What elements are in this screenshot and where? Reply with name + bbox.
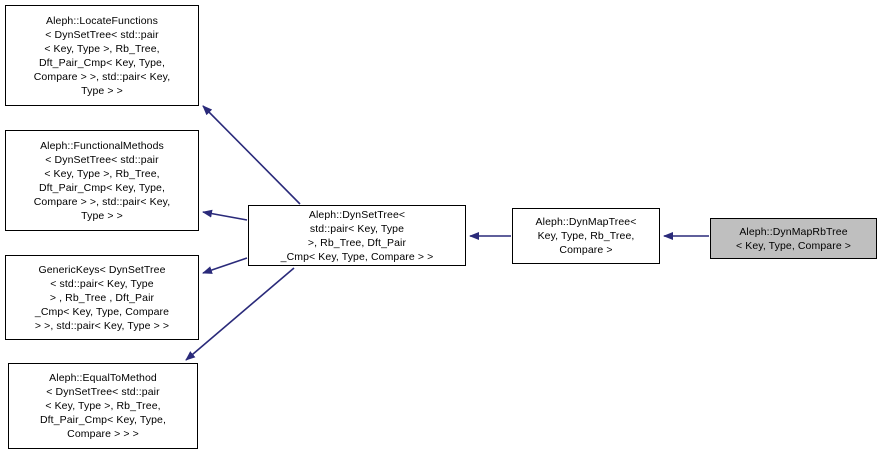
node-label: Aleph::DynMapRbTree < Key, Type, Compare…	[735, 225, 852, 252]
edge-dynsettree-functionalmethods	[202, 209, 248, 221]
node-dyn-map-tree[interactable]: Aleph::DynMapTree< Key, Type, Rb_Tree, C…	[512, 208, 660, 264]
node-label: Aleph::LocateFunctions < DynSetTree< std…	[33, 14, 171, 97]
node-functional-methods[interactable]: Aleph::FunctionalMethods < DynSetTree< s…	[5, 130, 199, 231]
node-dyn-set-tree[interactable]: Aleph::DynSetTree< std::pair< Key, Type …	[248, 205, 466, 266]
edge-dynsettree-locatefunctions	[202, 105, 301, 205]
node-locate-functions[interactable]: Aleph::LocateFunctions < DynSetTree< std…	[5, 5, 199, 106]
node-generic-keys[interactable]: GenericKeys< DynSetTree < std::pair< Key…	[5, 255, 199, 340]
node-label: Aleph::FunctionalMethods < DynSetTree< s…	[33, 139, 171, 222]
node-label: Aleph::DynSetTree< std::pair< Key, Type …	[280, 208, 434, 263]
node-equal-to-method[interactable]: Aleph::EqualToMethod < DynSetTree< std::…	[8, 363, 198, 449]
edge-dynsettree-equaltomethod	[185, 267, 295, 361]
node-label: Aleph::EqualToMethod < DynSetTree< std::…	[39, 372, 167, 440]
node-dyn-map-rb-tree[interactable]: Aleph::DynMapRbTree < Key, Type, Compare…	[710, 218, 877, 259]
node-label: GenericKeys< DynSetTree < std::pair< Key…	[34, 263, 170, 332]
edge-dynsettree-generickeys	[202, 257, 248, 274]
node-label: Aleph::DynMapTree< Key, Type, Rb_Tree, C…	[535, 216, 637, 256]
